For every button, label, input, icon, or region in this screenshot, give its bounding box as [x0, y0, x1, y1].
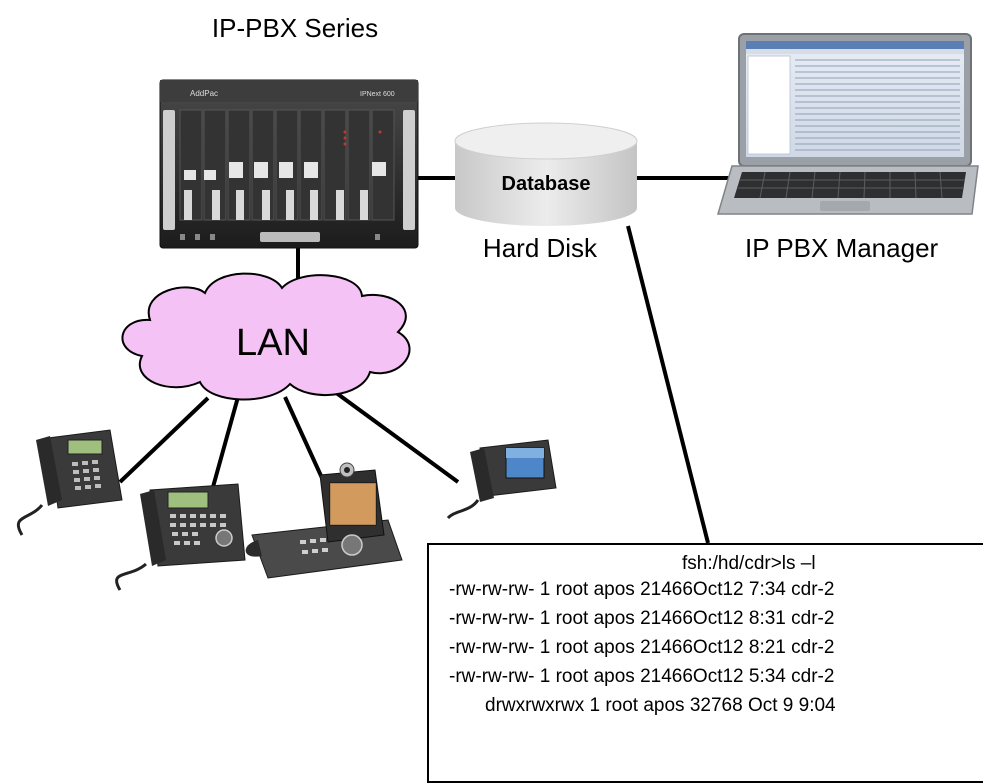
terminal-line: -rw-rw-rw- 1 root apos 21466Oct12 8:21 c… [449, 637, 835, 658]
pbx-model-label: IPNext 600 [360, 91, 395, 98]
video-phone-icon [245, 462, 403, 579]
database-label: Database [502, 173, 591, 195]
hard-disk-label: Hard Disk [483, 233, 598, 263]
terminal-line: -rw-rw-rw- 1 root apos 21466Oct12 5:34 c… [449, 666, 835, 687]
connection-lines [118, 176, 732, 544]
pbx-brand-label: AddPac [190, 89, 218, 98]
diagram-title: IP-PBX Series [212, 13, 378, 43]
link-database-terminal [626, 225, 710, 544]
lan-label: LAN [236, 322, 310, 364]
link-lan-phone-1 [118, 396, 210, 484]
link-lan-phone-3 [283, 396, 324, 479]
terminal-output-box: fsh:/hd/cdr>ls –l -rw-rw-rw- 1 root apos… [427, 543, 983, 783]
terminal-line: drwxrwxrwx 1 root apos 32768 Oct 9 9:04 [485, 695, 836, 716]
link-lan-phone-2 [211, 396, 240, 488]
lan-cloud [121, 272, 411, 401]
terminal-line: -rw-rw-rw- 1 root apos 21466Oct12 7:34 c… [449, 579, 835, 600]
laptop-icon [717, 33, 979, 215]
ip-phone-4-icon [446, 439, 557, 520]
database-cylinder [454, 122, 638, 226]
ip-pbx-manager-label: IP PBX Manager [745, 233, 939, 263]
terminal-command: fsh:/hd/cdr>ls –l [682, 553, 816, 574]
network-diagram: IP-PBX Series AddPac IPNext 600 [16, 13, 979, 591]
ip-phone-2-icon [115, 483, 246, 591]
terminal-line: -rw-rw-rw- 1 root apos 21466Oct12 8:31 c… [449, 608, 835, 629]
ip-phone-1-icon [16, 429, 123, 536]
link-lan-phone-4 [333, 390, 460, 484]
ip-pbx-chassis: AddPac IPNext 600 [159, 79, 419, 249]
